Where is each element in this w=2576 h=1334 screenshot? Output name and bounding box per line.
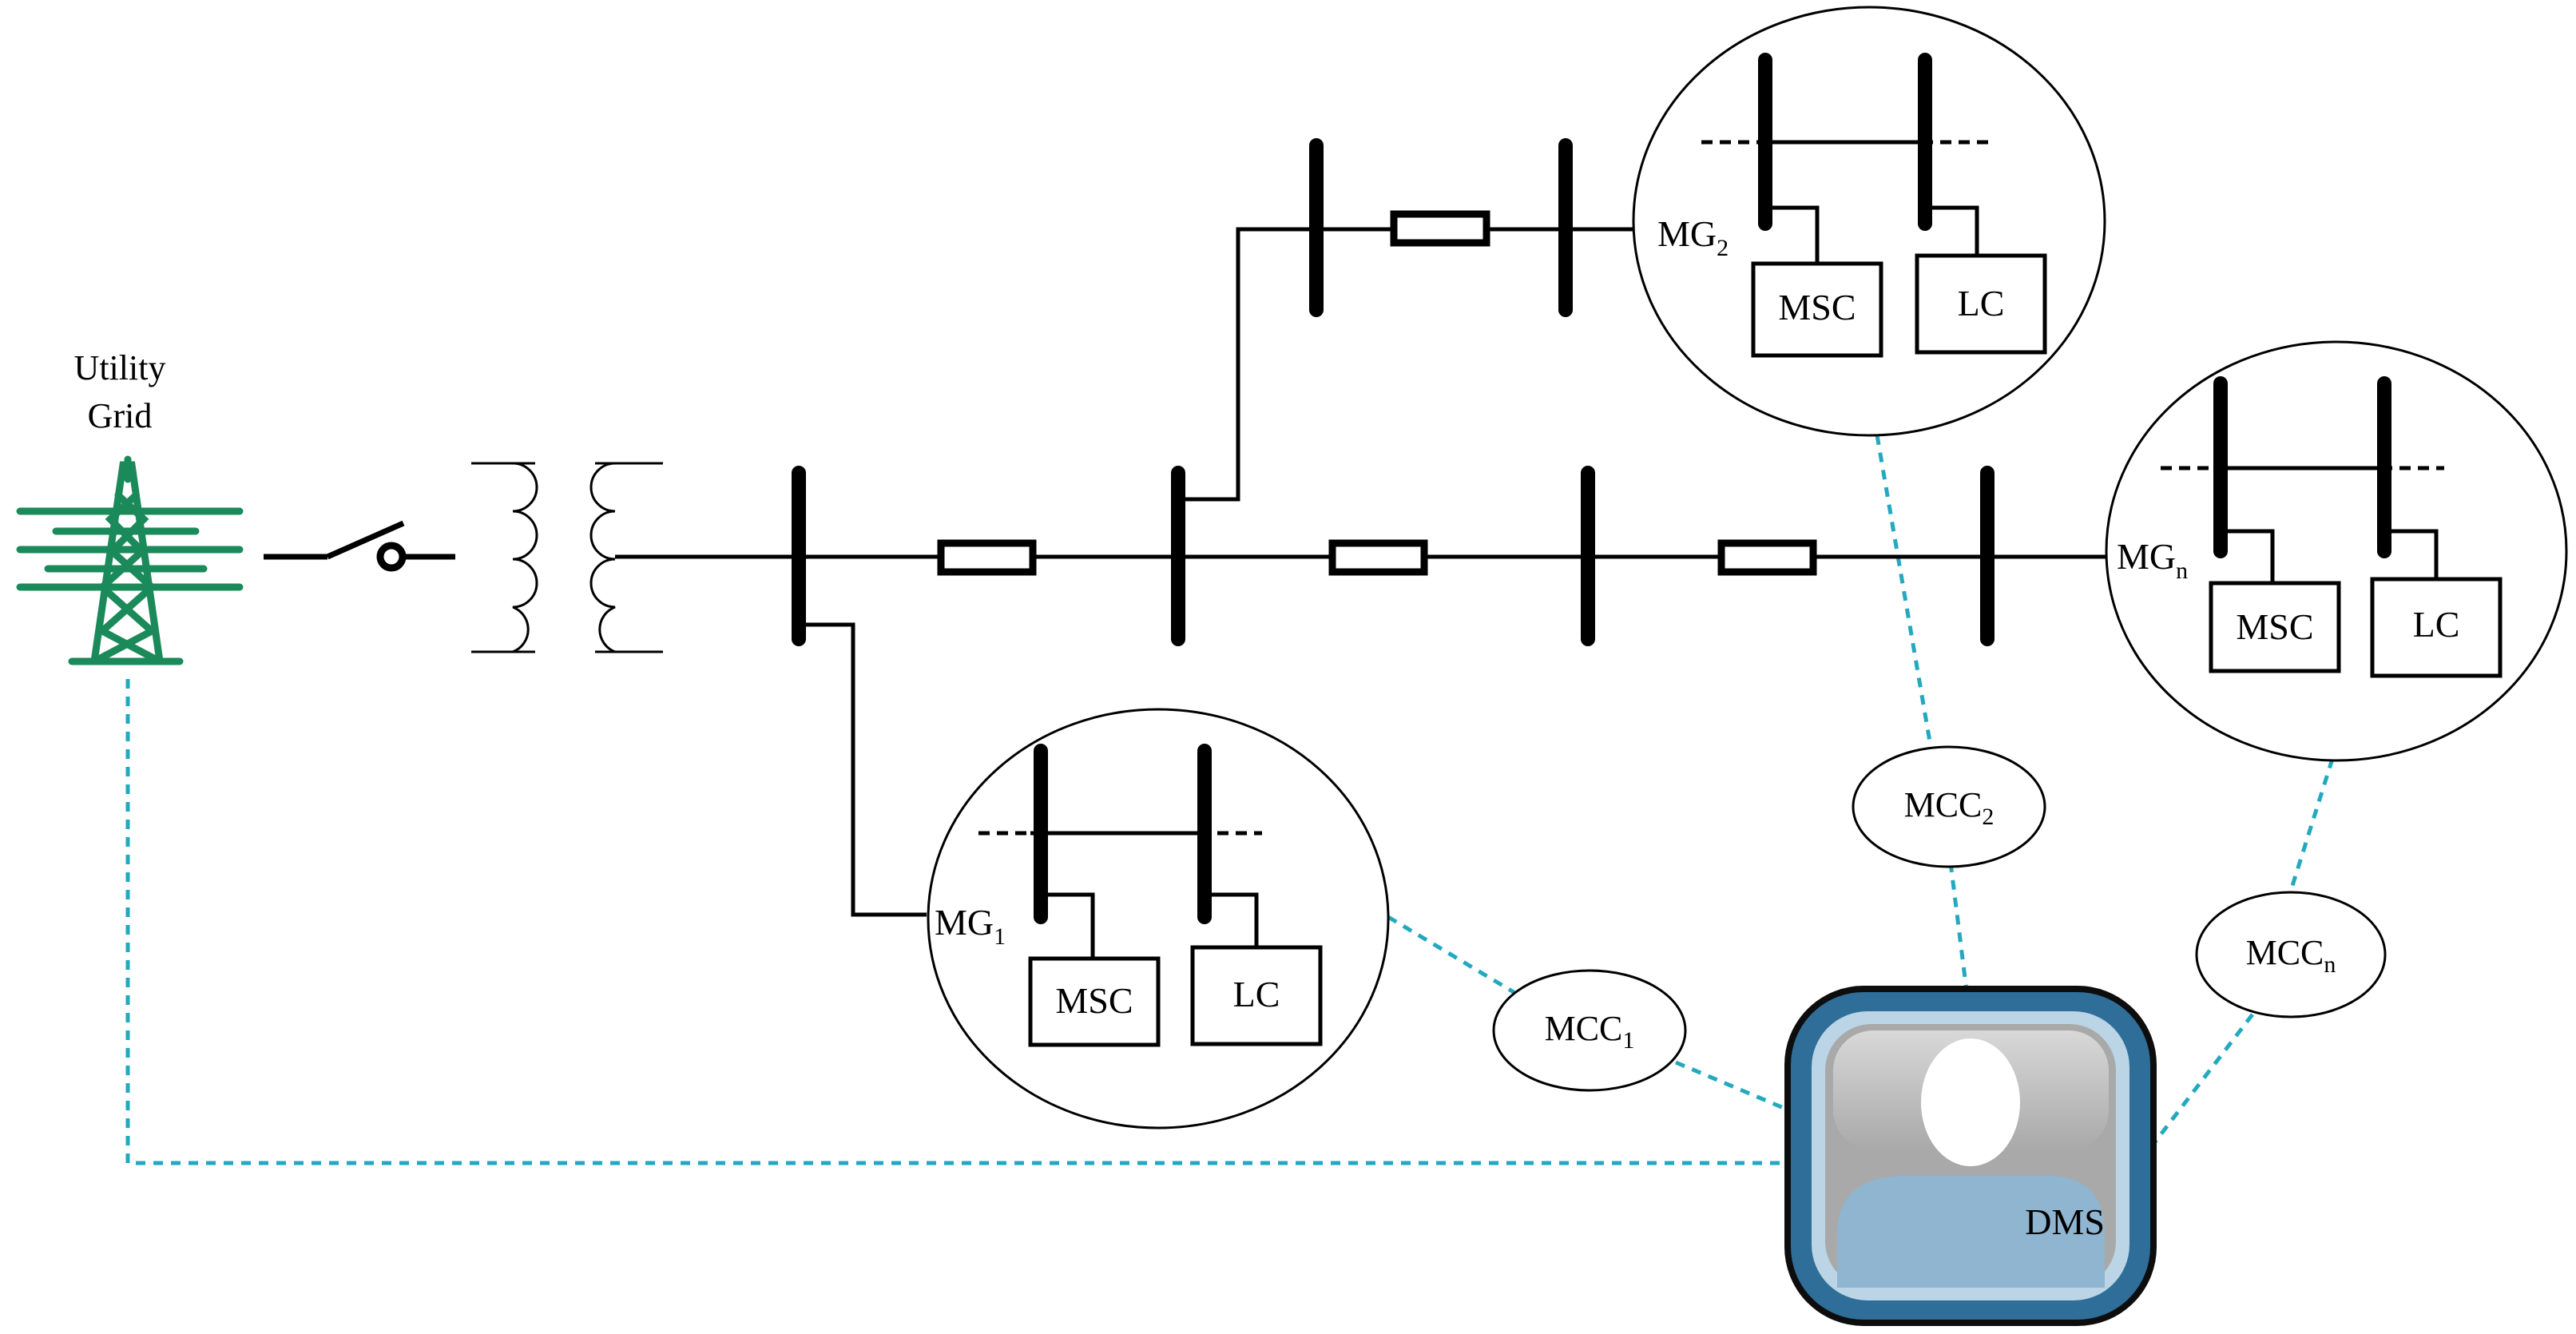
mcc-1-label: MCC1	[1545, 1009, 1635, 1054]
mcc-n-label: MCCn	[2246, 933, 2336, 978]
microgrid-2: MSC LC MG2	[1632, 6, 2106, 437]
communication-links	[125, 435, 2335, 1165]
main-feeder	[264, 138, 2117, 917]
mgn-lc-box	[2370, 577, 2503, 678]
mg2-lc-label: LC	[1958, 283, 2005, 324]
mgn-msc-box	[2209, 581, 2341, 673]
link-mccn-to-dms	[2147, 1013, 2254, 1152]
mg1-label: MG1	[935, 902, 1006, 950]
mg1-msc-box	[1028, 956, 1161, 1047]
mcc-1-node: MCC1	[1492, 969, 1687, 1092]
branch-to-mg1	[799, 622, 927, 917]
link-mcc1-to-dms	[1675, 1060, 1790, 1113]
mcc-n-node: MCCn	[2195, 891, 2387, 1018]
link-grid-to-dms	[125, 679, 1789, 1165]
transformer-symbol	[471, 462, 663, 653]
mg2-msc-box	[1751, 261, 1883, 358]
mgn-msc-label: MSC	[2236, 606, 2313, 647]
link-mg2-to-mcc2	[1875, 435, 1934, 752]
mcc-2-label: MCC2	[1904, 785, 1995, 830]
dms-node: DMS	[1784, 986, 2157, 1326]
mg2-msc-label: MSC	[1778, 287, 1856, 328]
mg1-lc-label: LC	[1233, 974, 1280, 1014]
link-mgn-to-mccn	[2288, 758, 2335, 891]
link-mg1-to-mcc1	[1387, 915, 1519, 997]
line-impedance-2	[1328, 539, 1428, 576]
circuit-breaker-switch	[264, 520, 455, 572]
link-mcc2-to-dms	[1948, 862, 1969, 991]
transmission-tower-icon	[16, 455, 244, 665]
utility-grid-label-line2: Grid	[88, 396, 153, 435]
utility-grid: Utility Grid	[16, 348, 244, 665]
mgn-lc-label: LC	[2413, 604, 2460, 645]
mcc-2-node: MCC2	[1852, 745, 2046, 868]
mg2-label: MG2	[1657, 213, 1729, 261]
line-impedance-1	[937, 539, 1037, 576]
line-impedance-4	[1390, 210, 1490, 247]
mg1-msc-label: MSC	[1055, 980, 1133, 1021]
microgrid-n: MSC LC MGn	[2105, 340, 2568, 762]
dms-label: DMS	[2025, 1201, 2105, 1242]
mgn-label: MGn	[2117, 536, 2188, 584]
utility-grid-label-line1: Utility	[74, 348, 166, 387]
mg1-lc-box	[1190, 945, 1323, 1046]
line-impedance-3	[1717, 539, 1817, 576]
mg2-lc-box	[1915, 253, 2047, 355]
microgrid-1: MSC LC MG1	[927, 708, 1390, 1130]
